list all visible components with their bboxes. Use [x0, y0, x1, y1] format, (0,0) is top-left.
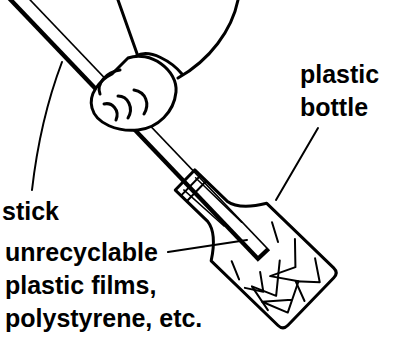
part-label: plastic bottle: [300, 58, 400, 124]
leader-lines: [32, 62, 318, 252]
plastic-films: [225, 218, 331, 324]
bottle-drawing: [157, 151, 338, 330]
hand-drawing: [91, 0, 238, 130]
part-label: unrecyclable plastic films, polystyrene,…: [5, 236, 235, 335]
part-label: stick: [2, 195, 82, 228]
